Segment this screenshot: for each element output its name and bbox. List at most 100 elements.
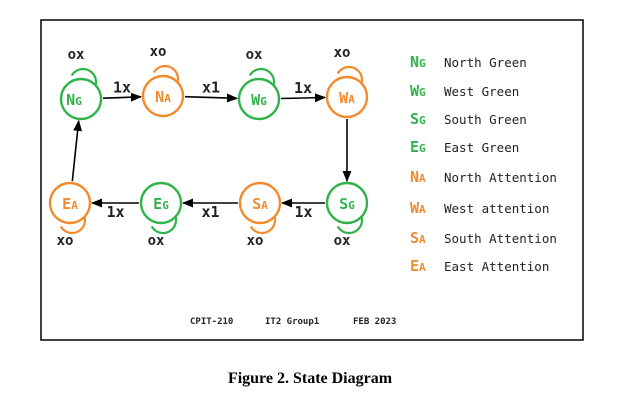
legend-text: North Green	[444, 55, 527, 70]
legend-key: SG	[410, 110, 426, 128]
state-label-sub: A	[348, 93, 355, 106]
state-node-wa: WA	[325, 75, 369, 119]
state-label: NA	[155, 88, 171, 106]
legend-text: East Attention	[444, 259, 549, 274]
legend-key-main: W	[410, 82, 420, 100]
state-label-sub: G	[260, 95, 267, 108]
state-label-main: N	[66, 91, 75, 109]
legend-key-sub: G	[419, 114, 426, 127]
state-label-sub: A	[261, 199, 268, 212]
self-loop-label: ox	[148, 233, 165, 249]
transition-label: 1x	[106, 203, 124, 221]
state-node-ng: NG	[59, 77, 103, 121]
self-loops: ox xo ox xo ox xo ox xo	[57, 44, 364, 249]
state-label: EG	[153, 195, 169, 213]
legend-key: EA	[410, 257, 426, 275]
state-label-main: N	[155, 88, 164, 106]
transition-arrow-ng-na	[102, 92, 143, 102]
transition-label: x1	[202, 79, 220, 97]
state-label: WA	[339, 89, 355, 107]
legend-key-sub: A	[419, 233, 426, 246]
state-label-main: W	[251, 91, 261, 109]
state-label: SG	[339, 195, 355, 213]
state-label-sub: G	[348, 199, 355, 212]
legend-key: SA	[410, 229, 426, 247]
legend-text: South Attention	[444, 231, 557, 246]
state-label: SA	[252, 195, 268, 213]
state-node-wg: WG	[237, 77, 281, 121]
legend-text: West attention	[444, 201, 549, 216]
transition-arrow-na-wg	[184, 93, 239, 103]
legend-text: East Green	[444, 140, 519, 155]
legend-key-main: S	[410, 229, 419, 247]
legend-text: West Green	[444, 84, 519, 99]
state-circle	[48, 181, 92, 225]
state-circle	[139, 181, 183, 225]
transition-label: 1x	[294, 79, 312, 97]
transition-label: 1x	[113, 79, 131, 97]
legend-key-sub: A	[419, 261, 426, 274]
legend-key-main: E	[410, 257, 419, 275]
self-loop-label: xo	[334, 45, 351, 61]
state-label: WG	[251, 91, 267, 109]
diagram-frame	[40, 19, 584, 341]
footer-group: IT2 Group1	[265, 317, 319, 327]
footer-date: FEB 2023	[353, 317, 396, 327]
legend-key-sub: G	[419, 142, 426, 155]
transition-arrow-ea-ng	[71, 119, 83, 182]
self-loop-label: xo	[247, 233, 264, 249]
footer-course: CPIT-210	[190, 317, 233, 327]
legend-key-main: W	[410, 199, 420, 217]
figure-caption: Figure 2. State Diagram	[228, 370, 393, 387]
state-label-sub: A	[164, 92, 171, 105]
legend-key-main: N	[410, 168, 419, 186]
state-node-sg: SG	[325, 181, 369, 225]
state-node-na: NA	[141, 74, 185, 118]
legend-key: NG	[410, 53, 426, 71]
self-loop-label: ox	[246, 47, 263, 63]
legend-key-main: N	[410, 53, 419, 71]
state-label-main: S	[252, 195, 261, 213]
legend-key: NA	[410, 168, 426, 186]
state-label-main: S	[339, 195, 348, 213]
state-circle	[141, 74, 185, 118]
legend-text: North Attention	[444, 170, 557, 185]
transition-arrow-wg-wa	[280, 93, 327, 103]
legend-key-main: E	[410, 138, 419, 156]
legend-key-sub: G	[419, 86, 426, 99]
legend-key-sub: A	[419, 172, 426, 185]
legend-key-main: S	[410, 110, 419, 128]
self-loop-label: xo	[150, 44, 167, 60]
state-label-main: E	[153, 195, 162, 213]
self-loop-label: ox	[68, 47, 85, 63]
legend-key: EG	[410, 138, 426, 156]
state-label-main: W	[339, 89, 349, 107]
legend-key: WG	[410, 82, 426, 100]
state-circle	[59, 77, 103, 121]
state-label-sub: A	[71, 199, 78, 212]
legend-key-sub: A	[419, 203, 426, 216]
self-loop-label: xo	[57, 233, 74, 249]
state-circle	[237, 77, 281, 121]
state-label-main: E	[62, 195, 71, 213]
state-circle	[325, 75, 369, 119]
transition-label: x1	[201, 203, 219, 221]
state-circle	[238, 181, 282, 225]
state-label-sub: G	[162, 199, 169, 212]
legend-key-sub: G	[419, 57, 426, 70]
transitions: 1x x1 1x 1x x1 1x	[71, 79, 352, 221]
state-label-sub: G	[75, 95, 82, 108]
state-label: NG	[66, 91, 82, 109]
transition-label: 1x	[294, 203, 312, 221]
state-node-ea: EA	[48, 181, 92, 225]
legend-text: South Green	[444, 112, 527, 127]
state-node-eg: EG	[139, 181, 183, 225]
state-label: EA	[62, 195, 78, 213]
self-loop-label: ox	[334, 233, 351, 249]
state-circle	[325, 181, 369, 225]
state-node-sa: SA	[238, 181, 282, 225]
legend-key: WA	[410, 199, 426, 217]
